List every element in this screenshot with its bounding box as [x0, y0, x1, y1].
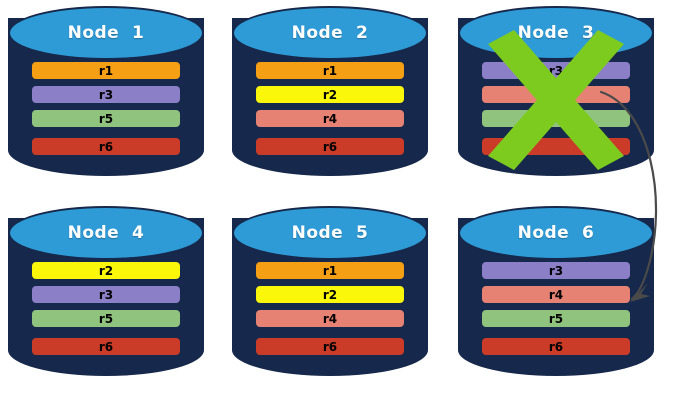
node-1-row-r3-label: r3	[98, 87, 114, 102]
node-2-row-r1-label: r1	[322, 63, 338, 78]
node-4-row-r6-label: r6	[98, 339, 114, 354]
node-6-rows: r3 r4 r5 r6	[482, 262, 630, 355]
node-3[interactable]: Node 3 r3 r4 r5 r6	[458, 6, 654, 186]
node-6-row-r6[interactable]: r6	[482, 338, 630, 355]
node-6-title: Node 6	[517, 223, 595, 243]
node-6-row-r4[interactable]: r4	[482, 286, 630, 303]
node-4-row-r2-label: r2	[98, 263, 114, 278]
node-1-title: Node 1	[67, 23, 145, 43]
node-6-row-r3[interactable]: r3	[482, 262, 630, 279]
node-4-row-r3-label: r3	[98, 287, 114, 302]
node-1-row-r1-label: r1	[98, 63, 114, 78]
node-2-rows: r1 r2 r4 r6	[256, 62, 404, 155]
node-2-row-r2-label: r2	[322, 87, 338, 102]
node-2-row-r2[interactable]: r2	[256, 86, 404, 103]
node-5-row-r4-label: r4	[322, 311, 338, 326]
node-3-row-r3-label: r3	[548, 63, 564, 78]
node-5-row-r6[interactable]: r6	[256, 338, 404, 355]
node-5-row-r1-label: r1	[322, 263, 338, 278]
node-6-row-r4-label: r4	[548, 287, 564, 302]
node-3-row-r6[interactable]: r6	[482, 138, 630, 155]
node-1-top: Node 1	[8, 6, 204, 60]
node-5[interactable]: Node 5 r1 r2 r4 r6	[232, 206, 428, 386]
node-3-rows: r3 r4 r5 r6	[482, 62, 630, 155]
node-3-top: Node 3	[458, 6, 654, 60]
node-1-row-r1[interactable]: r1	[32, 62, 180, 79]
node-3-row-r3[interactable]: r3	[482, 62, 630, 79]
node-4-row-r2[interactable]: r2	[32, 262, 180, 279]
node-5-row-r2-label: r2	[322, 287, 338, 302]
node-4-top: Node 4	[8, 206, 204, 260]
node-2-row-r6-label: r6	[322, 139, 338, 154]
node-5-row-r1[interactable]: r1	[256, 262, 404, 279]
node-3-title: Node 3	[517, 23, 595, 43]
node-4-row-r6[interactable]: r6	[32, 338, 180, 355]
node-5-row-r2[interactable]: r2	[256, 286, 404, 303]
node-2-row-r4-label: r4	[322, 111, 338, 126]
node-6-row-r6-label: r6	[548, 339, 564, 354]
node-3-row-r5[interactable]: r5	[482, 110, 630, 127]
node-4-row-r5-label: r5	[98, 311, 114, 326]
node-6-row-r5[interactable]: r5	[482, 310, 630, 327]
node-5-row-r4[interactable]: r4	[256, 310, 404, 327]
node-1-rows: r1 r3 r5 r6	[32, 62, 180, 155]
node-1-row-r5[interactable]: r5	[32, 110, 180, 127]
node-4-rows: r2 r3 r5 r6	[32, 262, 180, 355]
node-5-top: Node 5	[232, 206, 428, 260]
node-4-title: Node 4	[67, 223, 145, 243]
node-4-row-r5[interactable]: r5	[32, 310, 180, 327]
node-6-top: Node 6	[458, 206, 654, 260]
node-5-row-r6-label: r6	[322, 339, 338, 354]
node-4-row-r3[interactable]: r3	[32, 286, 180, 303]
node-6-row-r3-label: r3	[548, 263, 564, 278]
node-6[interactable]: Node 6 r3 r4 r5 r6	[458, 206, 654, 386]
node-2-top: Node 2	[232, 6, 428, 60]
node-2-row-r1[interactable]: r1	[256, 62, 404, 79]
node-4[interactable]: Node 4 r2 r3 r5 r6	[8, 206, 204, 386]
node-1-row-r6[interactable]: r6	[32, 138, 180, 155]
node-1[interactable]: Node 1 r1 r3 r5 r6	[8, 6, 204, 186]
node-2-row-r6[interactable]: r6	[256, 138, 404, 155]
node-1-row-r3[interactable]: r3	[32, 86, 180, 103]
node-6-row-r5-label: r5	[548, 311, 564, 326]
node-1-row-r5-label: r5	[98, 111, 114, 126]
node-2[interactable]: Node 2 r1 r2 r4 r6	[232, 6, 428, 186]
node-3-row-r4[interactable]: r4	[482, 86, 630, 103]
node-1-row-r6-label: r6	[98, 139, 114, 154]
node-5-rows: r1 r2 r4 r6	[256, 262, 404, 355]
node-5-title: Node 5	[291, 223, 369, 243]
node-2-title: Node 2	[291, 23, 369, 43]
node-2-row-r4[interactable]: r4	[256, 110, 404, 127]
